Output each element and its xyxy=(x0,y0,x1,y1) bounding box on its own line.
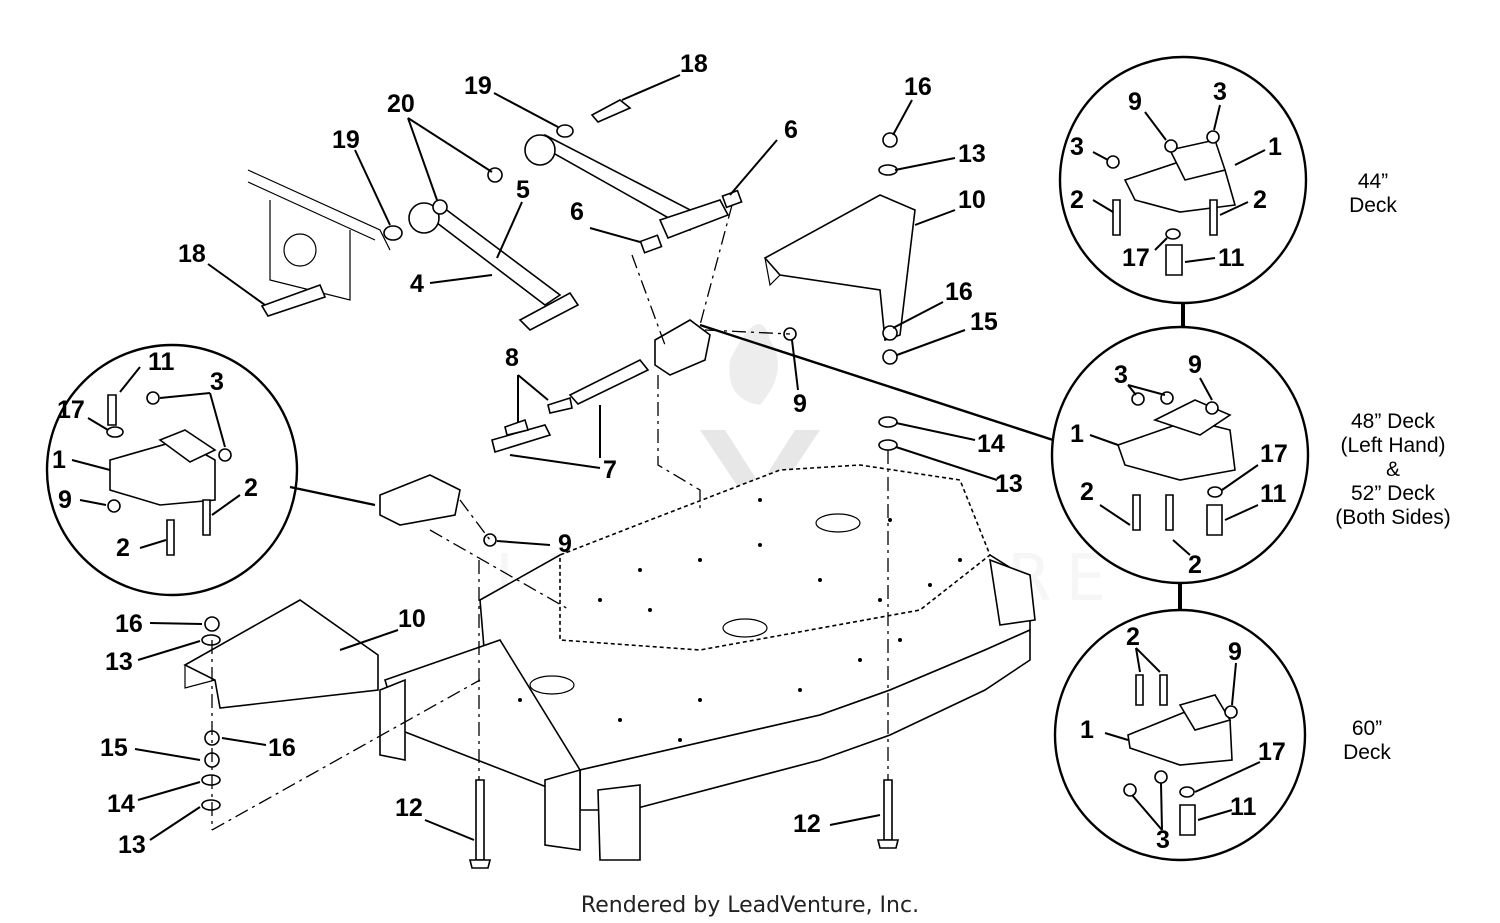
callout-19-left: 19 xyxy=(332,126,360,154)
callout-12-left: 12 xyxy=(395,794,423,822)
upper-lift-arms xyxy=(247,99,743,331)
callout-left-2b: 2 xyxy=(116,534,130,562)
callout-13-mid: 13 xyxy=(995,470,1023,498)
callout-left-9: 9 xyxy=(58,486,72,514)
callout-60-2: 2 xyxy=(1126,623,1140,651)
callout-48-11: 11 xyxy=(1260,480,1287,508)
callout-16-left-lower: 16 xyxy=(268,734,296,762)
callout-60-11: 11 xyxy=(1230,793,1257,821)
callout-14-mid: 14 xyxy=(977,430,1005,458)
detail-circle-44-deck xyxy=(1058,55,1308,305)
callout-48-17: 17 xyxy=(1260,440,1288,468)
leader-lines xyxy=(71,74,1266,841)
callout-18-top: 18 xyxy=(680,50,708,78)
deck-size-labels: 44” Deck 48” Deck (Left Hand) & 52” Deck… xyxy=(1335,170,1451,764)
callout-20: 20 xyxy=(387,90,415,118)
callout-48-2b: 2 xyxy=(1188,551,1202,579)
callout-left-1: 1 xyxy=(52,446,66,474)
detail-circle-48-52-deck xyxy=(1050,325,1310,585)
callout-13-top: 13 xyxy=(958,140,986,168)
deck-52-label-line4: 52” Deck xyxy=(1351,482,1436,505)
callout-48-1: 1 xyxy=(1070,420,1084,448)
callout-44-3b: 3 xyxy=(1070,133,1084,161)
footer-credit: Rendered by LeadVenture, Inc. xyxy=(581,893,919,918)
callout-13-left-lower: 13 xyxy=(118,831,146,859)
callout-labels: 18 19 20 19 5 6 6 18 4 16 13 10 16 15 9 … xyxy=(52,50,1288,859)
detail-circle-left xyxy=(45,343,299,597)
callout-48-9: 9 xyxy=(1188,351,1202,379)
callout-9-low: 9 xyxy=(558,530,572,558)
deck-baffle-left xyxy=(183,599,379,811)
callout-10-top: 10 xyxy=(958,186,986,214)
callout-15-mid: 15 xyxy=(970,308,998,336)
callout-44-2b: 2 xyxy=(1253,186,1267,214)
callout-60-17: 17 xyxy=(1258,738,1286,766)
callout-60-3: 3 xyxy=(1156,826,1170,854)
callout-8: 8 xyxy=(505,344,519,372)
callout-60-9: 9 xyxy=(1228,638,1242,666)
callout-16-left: 16 xyxy=(115,610,143,638)
callout-4: 4 xyxy=(410,270,424,298)
assembly-lines xyxy=(211,204,889,831)
mower-deck xyxy=(379,464,1036,861)
callout-7: 7 xyxy=(603,456,617,484)
callout-19-top: 19 xyxy=(464,72,492,100)
deck-44-label-line2: Deck xyxy=(1349,194,1397,217)
callout-left-2a: 2 xyxy=(244,474,258,502)
callout-18-left: 18 xyxy=(178,240,206,268)
callout-60-1: 1 xyxy=(1080,716,1094,744)
callout-44-11: 11 xyxy=(1218,244,1245,272)
deck-48-label-line3: & xyxy=(1386,458,1400,481)
deck-48-label-line1: 48” Deck xyxy=(1351,410,1436,433)
callout-5: 5 xyxy=(516,176,530,204)
callout-13-left: 13 xyxy=(105,648,133,676)
callout-14-left: 14 xyxy=(107,790,135,818)
callout-6-mid: 6 xyxy=(570,198,584,226)
deck-baffle-right xyxy=(763,132,916,451)
callout-44-9: 9 xyxy=(1128,88,1142,116)
callout-44-3a: 3 xyxy=(1213,78,1227,106)
deck-48-label-line2: (Left Hand) xyxy=(1340,434,1445,457)
deck-52-label-line5: (Both Sides) xyxy=(1335,506,1451,529)
callout-44-1: 1 xyxy=(1268,133,1282,161)
long-bolts xyxy=(468,779,900,869)
callout-48-2a: 2 xyxy=(1080,478,1094,506)
callout-48-3: 3 xyxy=(1114,361,1128,389)
callout-44-17: 17 xyxy=(1122,244,1150,272)
callout-left-17: 17 xyxy=(57,396,85,424)
callout-left-3: 3 xyxy=(210,368,224,396)
pivot-brackets xyxy=(379,319,797,547)
callout-6-top: 6 xyxy=(784,116,798,144)
callout-16-top: 16 xyxy=(904,73,932,101)
callout-15-left: 15 xyxy=(100,734,128,762)
callout-16-mid: 16 xyxy=(945,278,973,306)
deck-60-label-line2: Deck xyxy=(1343,741,1391,764)
deck-44-label-line1: 44” xyxy=(1358,170,1388,193)
detail-connectors xyxy=(289,304,1185,610)
callout-left-11: 11 xyxy=(148,348,175,376)
callout-10-left: 10 xyxy=(398,605,426,633)
callout-44-2a: 2 xyxy=(1070,186,1084,214)
callout-9-mid: 9 xyxy=(793,390,807,418)
callout-12-right: 12 xyxy=(793,810,821,838)
deck-60-label-line1: 60” xyxy=(1352,717,1382,740)
